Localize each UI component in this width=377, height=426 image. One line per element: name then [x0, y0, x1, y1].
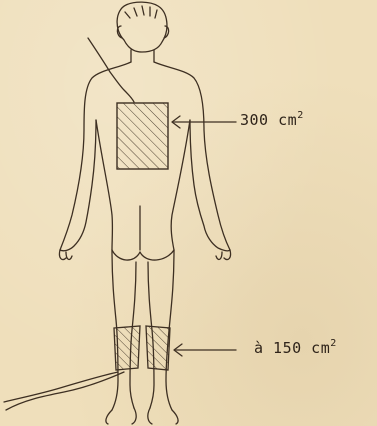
- right-foot: [148, 408, 178, 424]
- hair-strokes: [125, 6, 157, 18]
- torso-right: [171, 120, 190, 250]
- leg-electrode-wire: [4, 372, 124, 410]
- head-outline: [117, 2, 167, 52]
- back-area-label: 300 cm2: [240, 110, 304, 129]
- left-foot: [106, 408, 136, 424]
- legs-area-label: à 150 cm2: [254, 338, 337, 357]
- torso-left: [96, 120, 112, 250]
- buttocks: [112, 206, 174, 260]
- left-hand: [59, 250, 72, 260]
- back-electrode-wire: [88, 38, 134, 102]
- back-electrode-pad: [117, 103, 168, 169]
- left-calf-electrode: [114, 326, 140, 370]
- right-calf-electrode: [146, 326, 170, 370]
